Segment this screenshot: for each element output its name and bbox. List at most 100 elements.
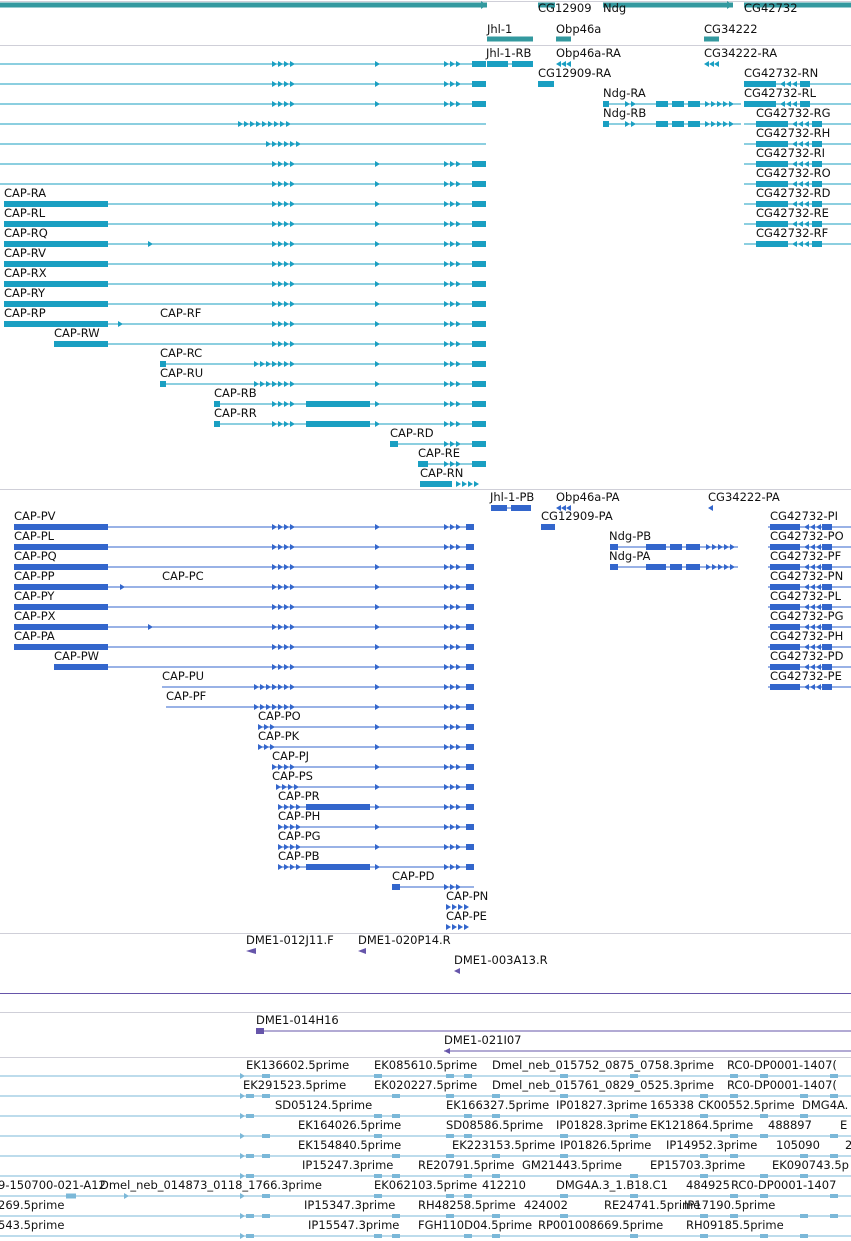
exon-block[interactable] bbox=[464, 1174, 472, 1178]
exon-block[interactable] bbox=[770, 544, 800, 550]
exon-block[interactable] bbox=[472, 401, 486, 407]
exon-block[interactable] bbox=[464, 1114, 472, 1118]
exon-block[interactable] bbox=[472, 421, 486, 427]
exon-block[interactable] bbox=[14, 524, 108, 530]
exon-block[interactable] bbox=[464, 1134, 472, 1138]
exon-block[interactable] bbox=[800, 1154, 808, 1158]
exon-block[interactable] bbox=[760, 1134, 768, 1138]
exon-block[interactable] bbox=[812, 181, 822, 187]
exon-block[interactable] bbox=[610, 564, 618, 570]
exon-block[interactable] bbox=[560, 1074, 568, 1078]
exon-block[interactable] bbox=[770, 664, 800, 670]
exon-block[interactable] bbox=[472, 281, 486, 287]
exon-block[interactable] bbox=[603, 2, 733, 8]
exon-block[interactable] bbox=[472, 101, 486, 107]
exon-block[interactable] bbox=[466, 544, 474, 550]
exon-block[interactable] bbox=[700, 1214, 708, 1218]
exon-block[interactable] bbox=[830, 1154, 838, 1158]
exon-block[interactable] bbox=[603, 121, 609, 127]
exon-block[interactable] bbox=[800, 1214, 808, 1218]
exon-block[interactable] bbox=[646, 564, 666, 570]
exon-block[interactable] bbox=[670, 564, 682, 570]
exon-block[interactable] bbox=[700, 1114, 708, 1118]
exon-block[interactable] bbox=[262, 1214, 270, 1218]
exon-block[interactable] bbox=[374, 1134, 382, 1138]
exon-block[interactable] bbox=[246, 1234, 254, 1238]
exon-block[interactable] bbox=[812, 141, 822, 147]
exon-block[interactable] bbox=[214, 421, 220, 427]
exon-block[interactable] bbox=[466, 524, 474, 530]
exon-block[interactable] bbox=[14, 624, 108, 630]
exon-block[interactable] bbox=[492, 1174, 500, 1178]
exon-block[interactable] bbox=[246, 1174, 254, 1178]
exon-block[interactable] bbox=[730, 1094, 738, 1098]
exon-block[interactable] bbox=[630, 1134, 638, 1138]
exon-block[interactable] bbox=[464, 1234, 472, 1238]
exon-block[interactable] bbox=[538, 81, 554, 87]
exon-block[interactable] bbox=[492, 1094, 500, 1098]
exon-block[interactable] bbox=[830, 1214, 838, 1218]
exon-block[interactable] bbox=[630, 1074, 638, 1078]
exon-block[interactable] bbox=[610, 544, 618, 550]
exon-block[interactable] bbox=[700, 1094, 708, 1098]
exon-block[interactable] bbox=[686, 564, 700, 570]
exon-block[interactable] bbox=[374, 1114, 382, 1118]
exon-block[interactable] bbox=[466, 744, 474, 750]
exon-block[interactable] bbox=[466, 804, 474, 810]
exon-block[interactable] bbox=[630, 1234, 638, 1238]
exon-block[interactable] bbox=[14, 644, 108, 650]
exon-block[interactable] bbox=[800, 81, 810, 87]
exon-block[interactable] bbox=[822, 684, 832, 690]
exon-block[interactable] bbox=[744, 2, 851, 8]
exon-block[interactable] bbox=[730, 1074, 738, 1078]
exon-block[interactable] bbox=[262, 1074, 270, 1078]
exon-block[interactable] bbox=[492, 1154, 500, 1158]
exon-block[interactable] bbox=[686, 544, 700, 550]
exon-block[interactable] bbox=[812, 161, 822, 167]
exon-block[interactable] bbox=[800, 1094, 808, 1098]
exon-block[interactable] bbox=[472, 461, 486, 467]
exon-block[interactable] bbox=[4, 241, 108, 247]
exon-block[interactable] bbox=[756, 221, 788, 227]
exon-block[interactable] bbox=[472, 161, 486, 167]
exon-block[interactable] bbox=[760, 1114, 768, 1118]
exon-block[interactable] bbox=[560, 1134, 568, 1138]
exon-block[interactable] bbox=[66, 1193, 76, 1199]
exon-block[interactable] bbox=[466, 684, 474, 690]
exon-block[interactable] bbox=[472, 181, 486, 187]
exon-block[interactable] bbox=[704, 36, 719, 42]
exon-block[interactable] bbox=[14, 584, 108, 590]
exon-block[interactable] bbox=[822, 544, 832, 550]
exon-block[interactable] bbox=[688, 101, 700, 107]
exon-block[interactable] bbox=[374, 1194, 382, 1198]
exon-block[interactable] bbox=[760, 1074, 768, 1078]
exon-block[interactable] bbox=[466, 604, 474, 610]
exon-block[interactable] bbox=[446, 1134, 454, 1138]
exon-block[interactable] bbox=[306, 401, 370, 407]
exon-block[interactable] bbox=[446, 1214, 454, 1218]
exon-block[interactable] bbox=[822, 644, 832, 650]
exon-block[interactable] bbox=[374, 1074, 382, 1078]
exon-block[interactable] bbox=[466, 624, 474, 630]
exon-block[interactable] bbox=[800, 101, 810, 107]
exon-block[interactable] bbox=[730, 1134, 738, 1138]
exon-block[interactable] bbox=[446, 1094, 454, 1098]
exon-block[interactable] bbox=[390, 441, 398, 447]
exon-block[interactable] bbox=[466, 724, 474, 730]
exon-block[interactable] bbox=[472, 81, 486, 87]
exon-block[interactable] bbox=[760, 1234, 768, 1238]
exon-block[interactable] bbox=[744, 101, 776, 107]
exon-block[interactable] bbox=[770, 524, 800, 530]
exon-block[interactable] bbox=[420, 481, 452, 487]
exon-block[interactable] bbox=[246, 1114, 254, 1118]
exon-block[interactable] bbox=[822, 604, 832, 610]
exon-block[interactable] bbox=[4, 261, 108, 267]
exon-block[interactable] bbox=[760, 1174, 768, 1178]
exon-block[interactable] bbox=[472, 241, 486, 247]
exon-block[interactable] bbox=[466, 864, 474, 870]
exon-block[interactable] bbox=[392, 1214, 400, 1218]
exon-block[interactable] bbox=[560, 1094, 568, 1098]
exon-block[interactable] bbox=[446, 1154, 454, 1158]
exon-block[interactable] bbox=[262, 1134, 270, 1138]
exon-block[interactable] bbox=[466, 664, 474, 670]
